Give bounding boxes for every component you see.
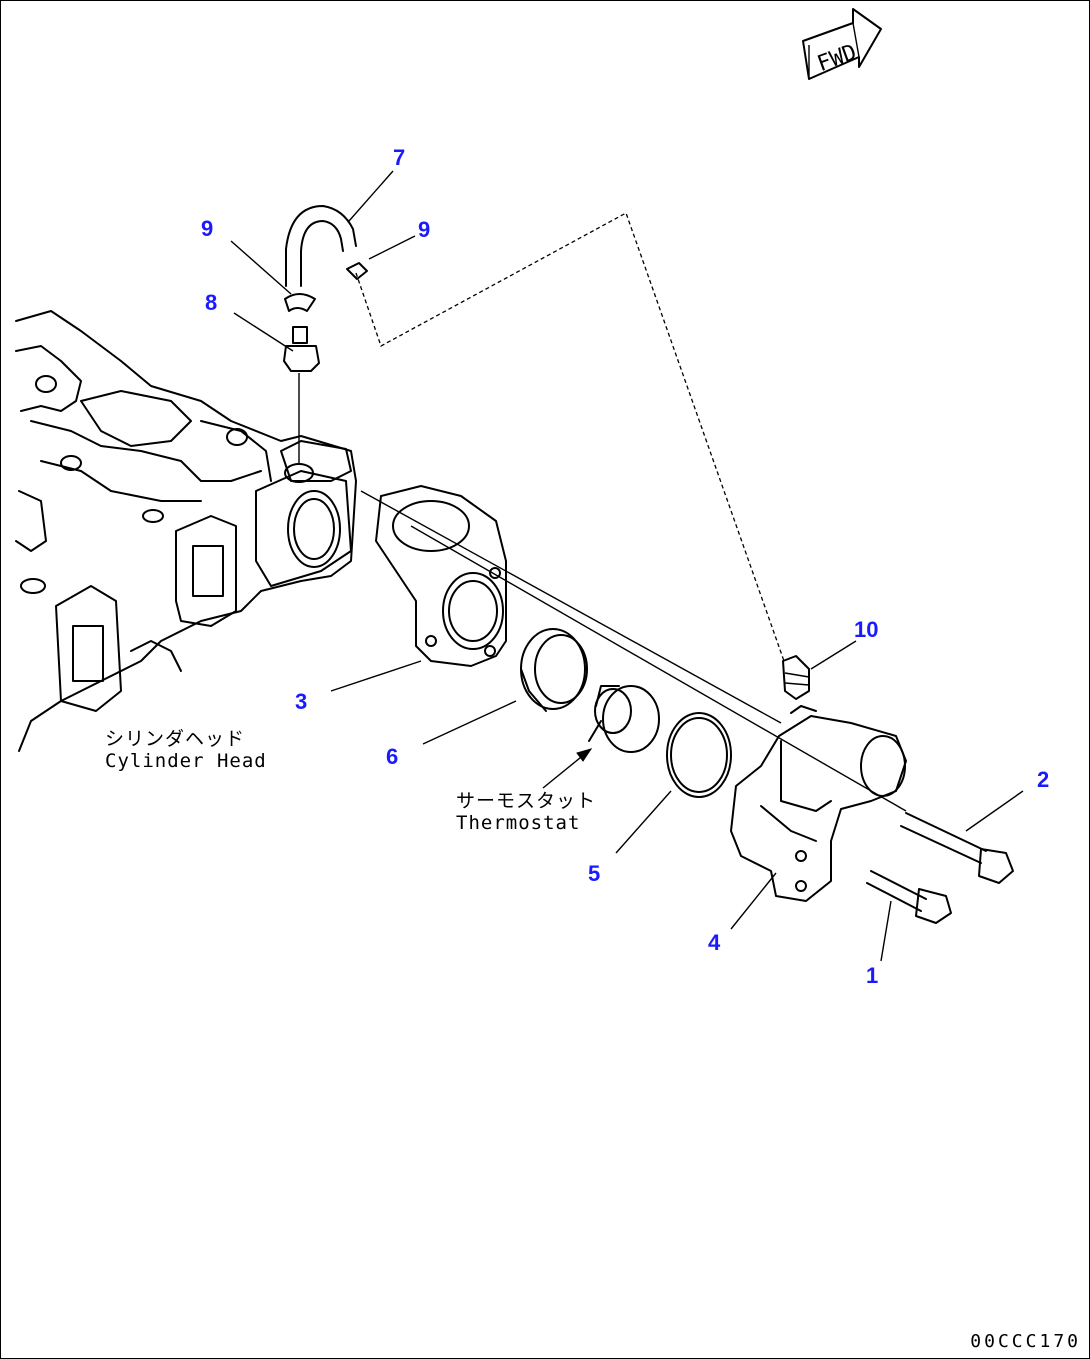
callout-4: 4 (708, 930, 721, 955)
callout-8: 8 (205, 290, 218, 315)
part-5-gasket-drawing (666, 712, 732, 798)
callout-6: 6 (386, 744, 399, 769)
part-4-cover-drawing (730, 705, 907, 902)
callout-3: 3 (295, 689, 308, 714)
part-8-fitting-drawing (283, 326, 320, 372)
thermostat-label-en: Thermostat (456, 811, 581, 834)
part-6-seal-drawing (520, 628, 588, 712)
callout-10: 10 (854, 617, 879, 642)
assembly-lines (298, 212, 907, 812)
part-10-fitting-drawing (782, 655, 810, 700)
callout-1: 1 (866, 963, 879, 988)
cylinder-head-label-jp: シリンダヘッド (105, 728, 246, 750)
part-1-bolt-drawing (866, 870, 952, 924)
drawing-code: 00CCC170 (970, 1331, 1081, 1352)
thermostat-drawing (588, 685, 660, 753)
cylinder-head-label: シリンダヘッド Cylinder Head (105, 728, 267, 773)
callout-5: 5 (588, 861, 601, 886)
fwd-arrow-label: FWD (814, 40, 860, 77)
fwd-arrow-icon: FWD (802, 8, 882, 80)
part-9-clamp-lower-drawing (284, 293, 316, 312)
cylinder-head-drawing (15, 310, 357, 752)
callout-9-right: 9 (418, 217, 431, 242)
callout-9-left: 9 (201, 216, 214, 241)
callout-2: 2 (1037, 767, 1050, 792)
callout-7: 7 (393, 145, 406, 170)
cylinder-head-label-en: Cylinder Head (105, 749, 267, 772)
thermostat-label-jp: サーモスタット (456, 790, 597, 812)
part-3-housing-drawing (375, 485, 507, 667)
part-9-clamp-upper-drawing (346, 262, 368, 280)
thermostat-label: サーモスタット Thermostat (456, 790, 597, 835)
part-7-hose-drawing (285, 205, 357, 287)
leader-lines (230, 170, 1024, 962)
part-2-bolt-drawing (900, 812, 1014, 884)
